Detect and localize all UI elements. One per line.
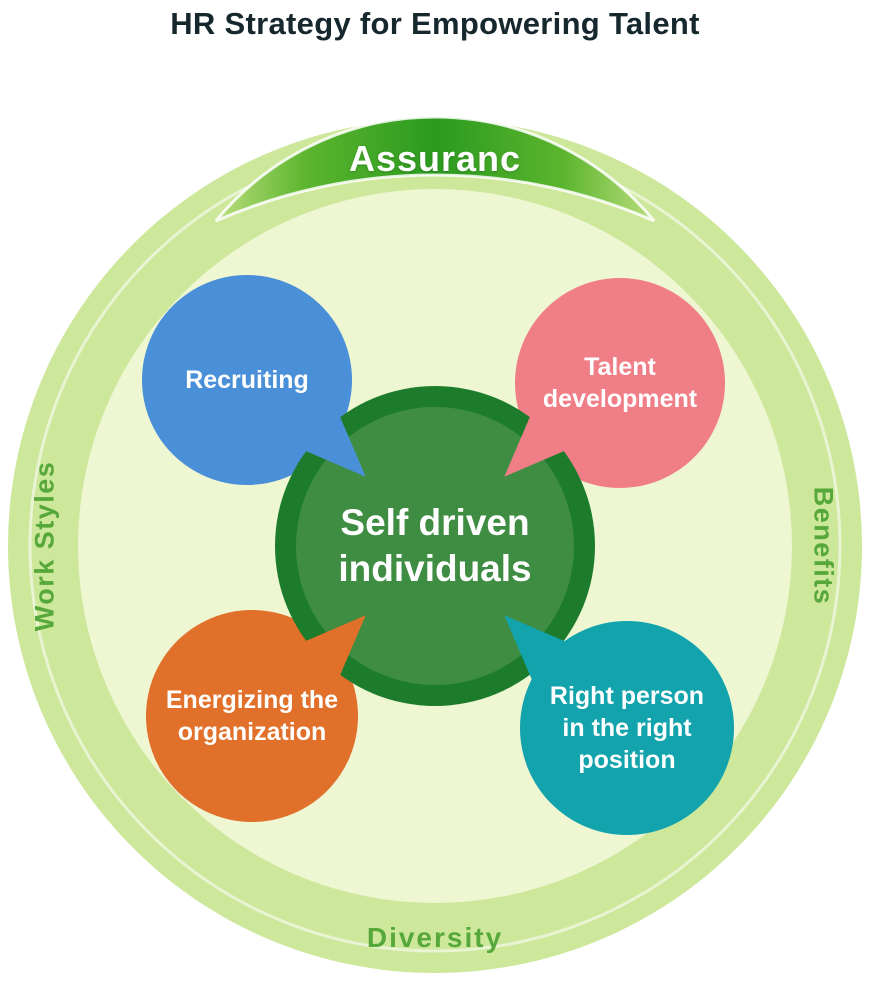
bubble-label-right-person-right-position: Right person in the right position: [549, 682, 705, 774]
bubble-right-person-right-position: [520, 621, 734, 835]
assurance-arc: [214, 115, 656, 223]
inward-arrow-icon-energizing: [276, 615, 366, 705]
inward-arrow-icon-talent-development: [504, 387, 594, 477]
bubble-recruiting: [142, 275, 352, 485]
inward-arrow-icon-right-person: [504, 615, 594, 705]
bubble-label-talent-development: Talent development: [542, 353, 698, 413]
center-circle-label: Self driven individuals: [338, 501, 532, 589]
bubble-label-energizing-the-organization: Energizing the organization: [165, 686, 339, 746]
ring-label-assurance: Assuranc: [348, 138, 522, 179]
ring-label-diversity: Diversity: [366, 922, 504, 953]
bubble-energizing-the-organization: [146, 610, 358, 822]
bubble-label-recruiting: Recruiting: [185, 366, 309, 394]
inward-arrow-icon-recruiting: [276, 387, 366, 477]
ring-label-benefits: Benefits: [808, 486, 839, 606]
page-title: HR Strategy for Empowering Talent: [170, 6, 700, 41]
ring-label-work-styles: Work Styles: [29, 460, 60, 632]
